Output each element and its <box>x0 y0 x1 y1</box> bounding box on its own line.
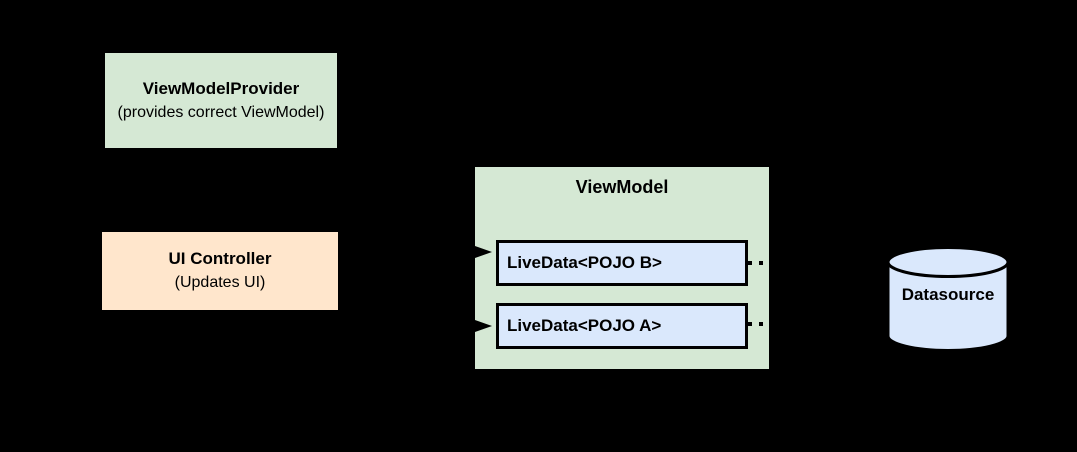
dotted-connector-dot <box>748 261 752 265</box>
ui-controller-title: UI Controller <box>168 249 272 268</box>
viewmodel-node: ViewModel LiveData<POJO B> LiveData<POJO… <box>475 167 769 369</box>
livedata-pojo-a-label: LiveData<POJO A> <box>507 316 662 335</box>
viewmodelprovider-title: ViewModelProvider <box>142 78 300 98</box>
ui-controller-node: UI Controller (Updates UI) <box>102 232 338 310</box>
viewmodel-title: ViewModel <box>575 177 669 197</box>
ui-controller-subtitle: (Updates UI) <box>174 274 266 291</box>
viewmodelprovider-subtitle: (provides correct ViewModel) <box>117 103 325 121</box>
datasource-node: Datasource <box>885 245 1011 352</box>
datasource-label: Datasource <box>901 285 995 304</box>
livedata-pojo-b-node: LiveData<POJO B> <box>496 240 748 286</box>
dotted-connector-dot <box>748 322 752 326</box>
database-cylinder-icon <box>886 246 1010 352</box>
dotted-connector-dot <box>759 322 763 326</box>
arrow-right-icon <box>475 246 492 258</box>
arrow-right-icon <box>475 320 492 332</box>
viewmodelprovider-node: ViewModelProvider (provides correct View… <box>105 53 337 148</box>
livedata-pojo-a-node: LiveData<POJO A> <box>496 303 748 349</box>
dotted-connector-dot <box>759 261 763 265</box>
livedata-pojo-b-label: LiveData<POJO B> <box>507 253 662 272</box>
